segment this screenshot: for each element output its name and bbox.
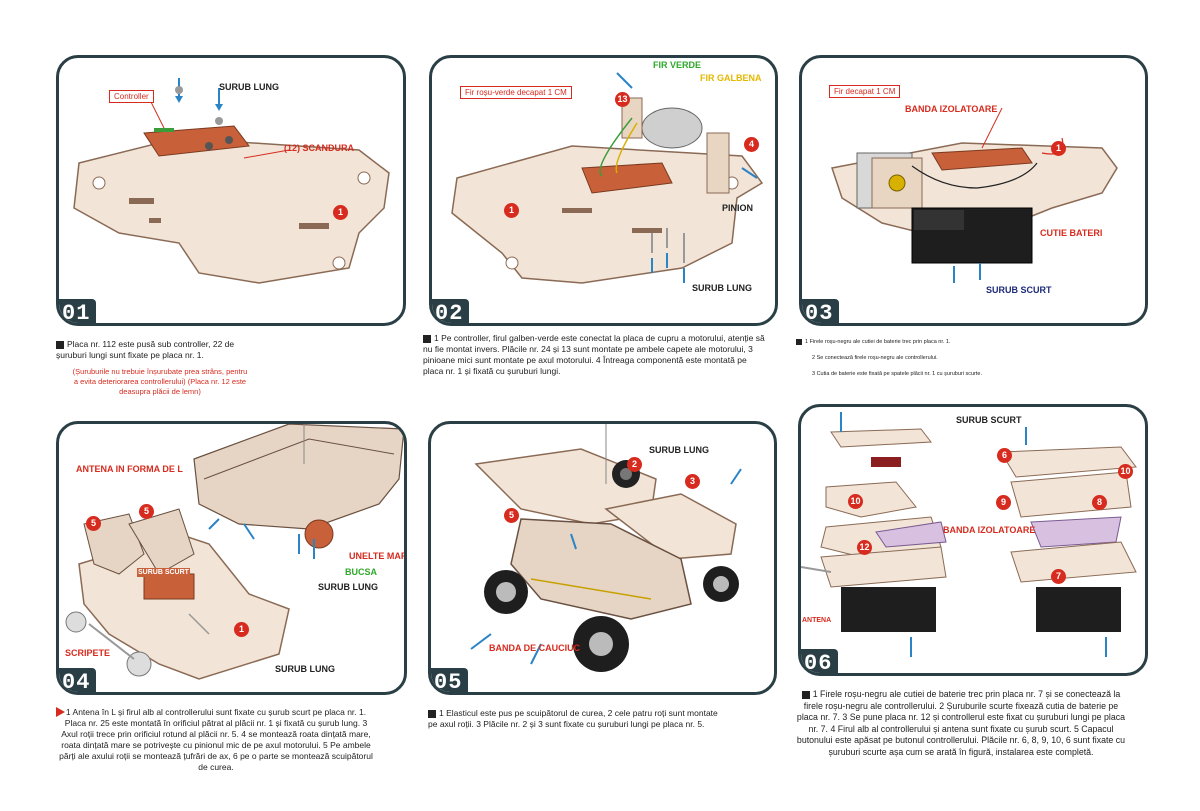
part-number-badge: 5 [504, 508, 519, 523]
step-number: 06 [801, 649, 839, 673]
label-cutie-bateri: CUTIE BATERI [1040, 228, 1103, 238]
part-number-badge: 3 [685, 474, 700, 489]
part-number-badge: 4 [744, 137, 759, 152]
label-surub-lung-2: SURUB LUNG [275, 664, 335, 674]
step-06-panel: SURUB SCURT BANDA IZOLATOARE ANTENA 6 10… [798, 404, 1148, 676]
step-02-caption: 1 Pe controller, firul galben-verde este… [423, 333, 765, 376]
part-number-badge: 13 [615, 92, 630, 107]
label-fir-galbena: FIR GALBENA [700, 73, 762, 83]
label-surub-lung: SURUB LUNG [649, 445, 709, 455]
step-05-illustration [470, 424, 742, 672]
label-fir-decapat: Fir decapat 1 CM [829, 85, 901, 98]
label-scripete: SCRIPETE [65, 648, 111, 658]
part-number-badge: 1 [333, 205, 348, 220]
play-icon [423, 334, 431, 343]
step-04-panel: ANTENA IN FORMA DE L UNELTE MARI BUCSA S… [56, 421, 407, 695]
label-banda-izolatoare: BANDA IZOLATOARE [943, 525, 1036, 535]
step-05-panel: SURUB LUNG BANDA DE CAUCIUC 2 3 5 05 [428, 421, 777, 695]
step-03-caption-line: 3 Cutia de baterie este fixată pe spatel… [812, 371, 982, 377]
part-number-badge: 1 [504, 203, 519, 218]
label-surub-scurt: SURUB SCURT [956, 415, 1022, 425]
part-number-badge: 1 [234, 622, 249, 637]
part-number-badge: 2 [627, 457, 642, 472]
step-01-caption: Placa nr. 112 este pusă sub controller, … [56, 339, 235, 360]
label-banda-izolatoare: BANDA IZOLATOARE [905, 104, 998, 114]
label-antena: ANTENA [802, 617, 832, 624]
step-05-caption: 1 Elasticul este pus pe scuipătorul de c… [428, 708, 718, 729]
step-03-caption-line: 1 Firele roșu-negru ale cutiei de bateri… [796, 334, 1126, 350]
step-number: 01 [59, 299, 97, 323]
step-number: 02 [432, 299, 470, 323]
play-icon [801, 690, 810, 699]
label-surub-lung: SURUB LUNG [692, 283, 752, 293]
label-surub-lung: SURUB LUNG [318, 582, 378, 592]
label-surub-scurt: SURUB SCURT [986, 285, 1052, 295]
part-number-badge: 7 [1051, 569, 1066, 584]
step-01-panel: SURUB LUNG (12) SCANDURA Controller 1 01 [56, 55, 406, 326]
step-06-illustration [801, 412, 1137, 657]
label-surub-lung: SURUB LUNG [219, 82, 279, 92]
play-icon [428, 709, 436, 718]
part-number-badge: 6 [997, 448, 1012, 463]
play-icon [796, 338, 802, 345]
label-fir-rosu-verde: Fir roșu-verde decapat 1 CM [460, 86, 572, 99]
label-surub-scurt: SURUB SCURT [137, 568, 190, 577]
step-03-caption-line: 2 Se conectează firele roșu-negru ale co… [812, 355, 938, 361]
part-number-badge: 5 [139, 504, 154, 519]
play-icon [56, 707, 65, 717]
part-number-badge: 1 [1051, 141, 1066, 156]
label-unelte-mari: UNELTE MARI [349, 551, 407, 561]
step-04-illustration [65, 424, 404, 680]
step-06-caption: 1 Firele roșu-negru ale cutiei de bateri… [796, 689, 1126, 757]
part-number-badge: 10 [848, 494, 863, 509]
step-02-illustration [451, 72, 764, 284]
part-number-badge: 12 [857, 540, 872, 555]
label-antena: ANTENA IN FORMA DE L [76, 464, 183, 474]
part-number-badge: 5 [86, 516, 101, 531]
part-number-badge: 10 [1118, 464, 1133, 479]
play-icon [56, 340, 64, 349]
label-controller: Controller [109, 90, 154, 103]
label-scandura: (12) SCANDURA [284, 143, 355, 153]
step-number: 03 [802, 299, 840, 323]
part-number-badge: 8 [1092, 495, 1107, 510]
step-number: 04 [59, 668, 97, 692]
step-02-panel: Fir roșu-verde decapat 1 CM FIR VERDE FI… [429, 55, 778, 326]
step-04-caption: 1 Antena în L și firul alb al controller… [56, 707, 376, 773]
step-number: 05 [431, 668, 469, 692]
step-01-illustration [73, 78, 390, 284]
label-pinion: PINION [722, 203, 754, 213]
step-03-illustration [831, 107, 1118, 283]
part-number-badge: 9 [996, 495, 1011, 510]
label-fir-verde: FIR VERDE [653, 60, 702, 70]
step-03-panel: Fir decapat 1 CM BANDA IZOLATOARE CUTIE … [799, 55, 1148, 326]
label-bucsa: BUCSA [345, 567, 378, 577]
step-03-caption: 1 Firele roșu-negru ale cutiei de bateri… [796, 334, 1126, 382]
label-banda-cauciuc: BANDA DE CAUCIUC [489, 643, 581, 653]
step-01-note: (Șuruburile nu trebuie înșurubate prea s… [72, 367, 248, 396]
